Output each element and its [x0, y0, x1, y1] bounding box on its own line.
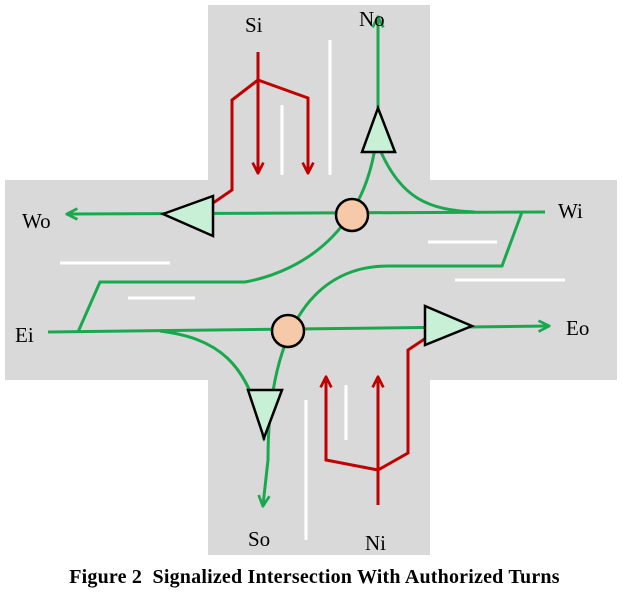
label-wi: Wi — [558, 199, 583, 223]
red-turn-paths — [200, 52, 438, 505]
label-so: So — [248, 527, 270, 551]
ni-right-path — [377, 330, 438, 472]
approach-labels: Si No Wo Wi Ei Eo So Ni — [15, 7, 589, 555]
label-no: No — [359, 7, 385, 31]
signal-triangle-north — [360, 104, 397, 154]
label-eo: Eo — [566, 316, 589, 340]
curve-nw-right-turn — [376, 144, 476, 214]
label-wo: Wo — [22, 209, 51, 233]
wi-jog-path — [388, 211, 524, 268]
conflict-circle-lower — [270, 313, 306, 349]
si-branch-path — [200, 52, 260, 212]
conflict-circle-upper — [334, 197, 370, 233]
signal-triangle-east — [423, 304, 476, 347]
curve-ne-to-sw — [76, 107, 380, 333]
lane-markings — [60, 40, 565, 540]
label-ei: Ei — [15, 323, 34, 347]
signal-triangles — [159, 104, 476, 442]
label-ni: Ni — [365, 531, 386, 555]
figure-caption: Figure 2 Signalized Intersection With Au… — [69, 566, 560, 588]
intersection-diagram: Si No Wo Wi Ei Eo So Ni — [5, 5, 617, 555]
signal-triangle-south — [246, 388, 284, 442]
signal-triangle-west — [159, 194, 215, 238]
curve-sw-to-ne — [263, 264, 389, 505]
si-right-path — [257, 78, 308, 172]
ni-stem-path — [326, 378, 380, 505]
conflict-points — [270, 197, 370, 349]
label-si: Si — [245, 13, 263, 37]
